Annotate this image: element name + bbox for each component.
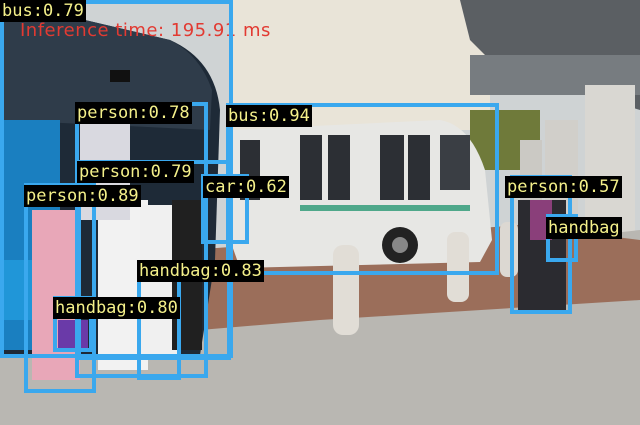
inference-time-text: Inference time: 195.91 ms: [20, 20, 271, 41]
label-person-057: person:0.57: [505, 176, 622, 198]
label-handbag-right: handbag: [546, 217, 622, 239]
label-bus-094: bus:0.94: [226, 105, 312, 127]
label-bus-079: bus:0.79: [0, 0, 86, 22]
label-person-089: person:0.89: [24, 185, 141, 207]
label-handbag-083: handbag:0.83: [137, 260, 264, 282]
label-handbag-080: handbag:0.80: [53, 297, 180, 319]
label-person-078: person:0.78: [75, 102, 192, 124]
label-car-062: car:0.62: [203, 176, 289, 198]
label-person-079: person:0.79: [77, 161, 194, 183]
